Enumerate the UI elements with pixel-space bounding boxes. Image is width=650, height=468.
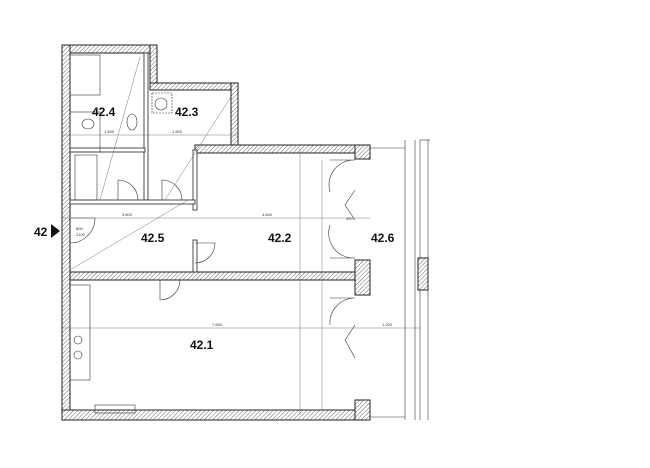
walls — [61, 44, 429, 421]
dimension-label: 1.500 — [172, 129, 183, 134]
dimension-label: 1.550 — [104, 129, 115, 134]
dimension-label: 2100 — [76, 232, 86, 237]
room-label-42-4: 42.4 — [92, 105, 116, 119]
apartment-number: 42 — [34, 225, 48, 239]
fixtures — [73, 92, 173, 360]
room-labels: 42.1 42.2 42.3 42.4 42.5 42.6 — [92, 105, 395, 352]
room-label-42-2: 42.2 — [268, 231, 292, 245]
dimension-labels: 4.840 7.660 1.200 3.600 1.550 1.500 800 … — [76, 129, 393, 327]
dimension-label: 3.600 — [122, 212, 133, 217]
partitions — [69, 52, 198, 414]
dimension-lines — [62, 56, 420, 415]
doors — [69, 159, 356, 359]
room-label-42-3: 42.3 — [175, 105, 199, 119]
dimension-label: 400 — [346, 216, 353, 221]
dimension-label: 800 — [76, 226, 83, 231]
dimension-label: 4.840 — [262, 212, 273, 217]
room-label-42-6: 42.6 — [371, 231, 395, 245]
dimension-label: 7.660 — [212, 322, 223, 327]
balcony — [370, 139, 430, 420]
room-label-42-5: 42.5 — [141, 231, 165, 245]
dimension-label: 1.200 — [382, 322, 393, 327]
entrance-marker: 42 — [34, 224, 60, 239]
entrance-arrow-icon — [51, 224, 60, 238]
room-label-42-1: 42.1 — [190, 338, 214, 352]
